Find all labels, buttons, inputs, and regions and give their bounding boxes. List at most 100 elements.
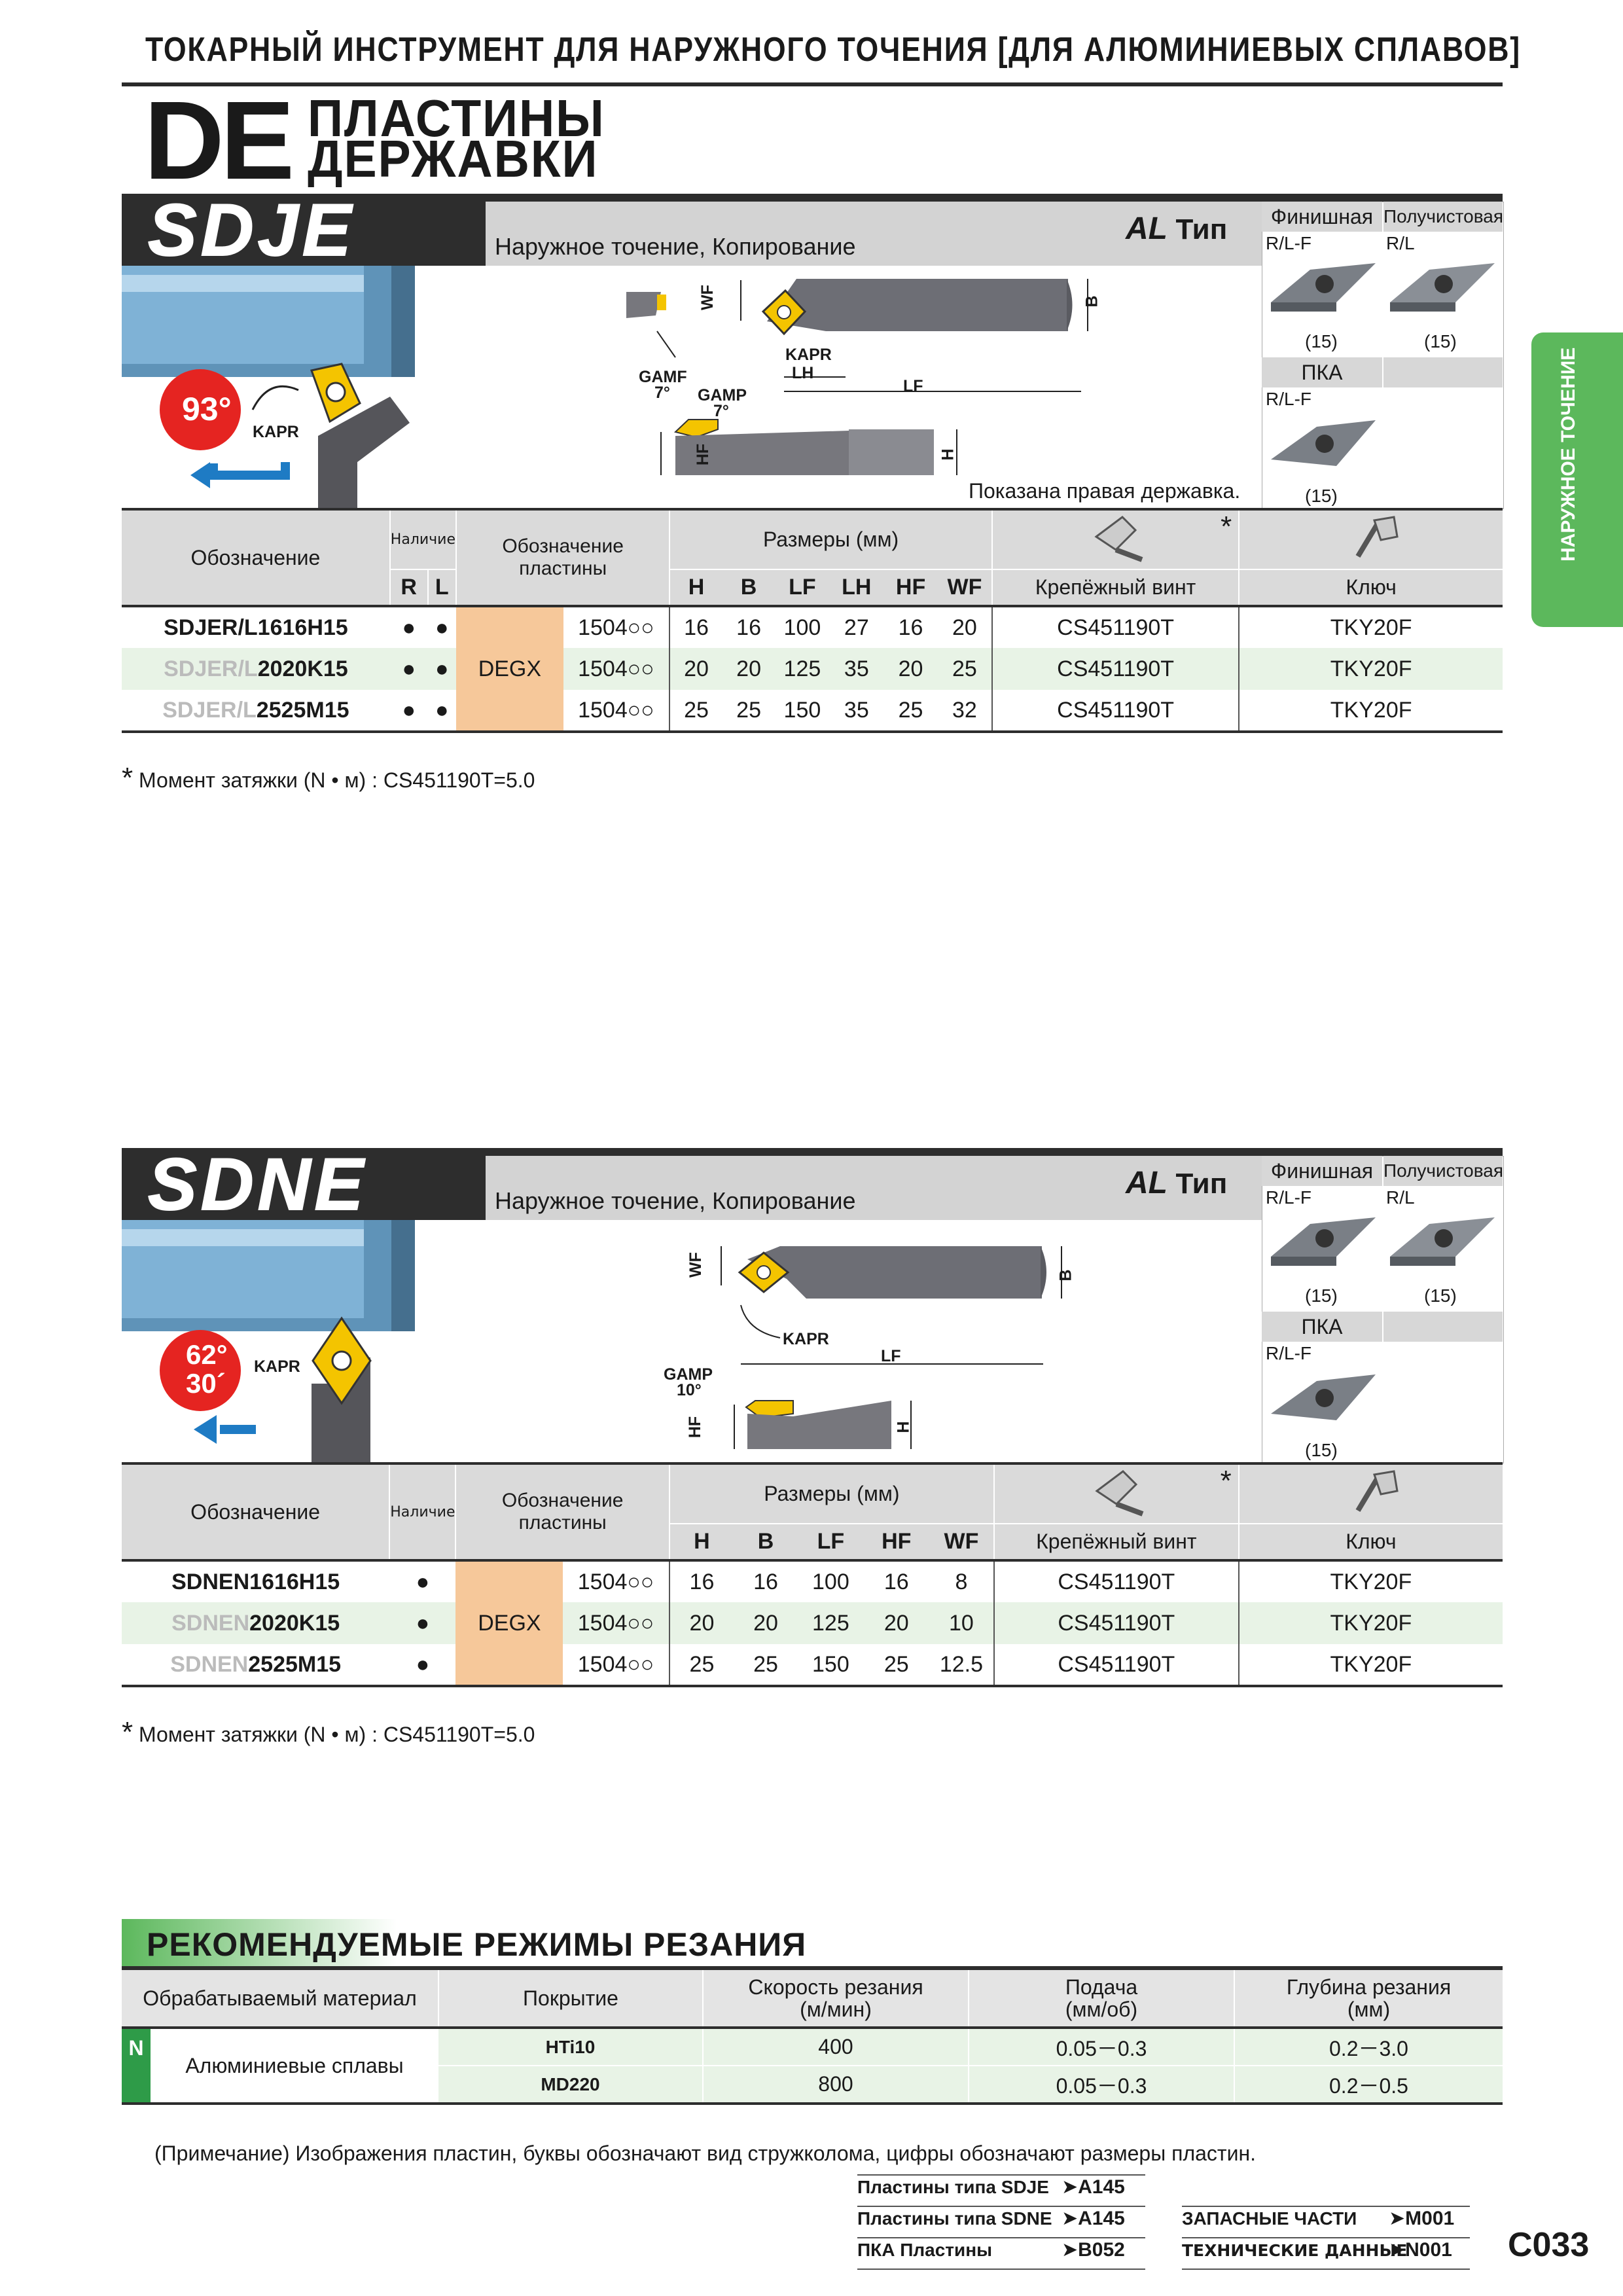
sdje-dim-wf: WF bbox=[698, 285, 717, 310]
sdje-h-screw: Крепёжный винт bbox=[991, 569, 1240, 606]
ref-sdne-label[interactable]: Пластины типа SDNE bbox=[857, 2208, 1052, 2229]
inserts-heading: ПЛАСТИНЫ bbox=[308, 89, 605, 147]
sdje-h-screw-icon-cell: * bbox=[991, 509, 1240, 569]
sdje-dim-lh: LH bbox=[792, 364, 814, 382]
sdne-insert-finish-icon bbox=[1271, 1217, 1376, 1266]
avail: ● bbox=[416, 1651, 430, 1677]
sdje-dim-kapr: KAPR bbox=[785, 346, 832, 364]
ref-rule-3 bbox=[857, 2237, 1145, 2238]
sdje-dim-h: H bbox=[938, 448, 957, 461]
sdje-torque-note: * Момент затяжки (N • м) : CS451190T=5.0 bbox=[122, 762, 535, 795]
ref-sdje-page[interactable]: ➤A145 bbox=[1061, 2176, 1125, 2198]
table-row: SDNEN1616H15 ● DEGX 1504○○ 16 16 100 16 … bbox=[122, 1560, 1503, 1686]
cut-h-speed-1: Скорость резания bbox=[748, 1975, 923, 1999]
sdne-h-insert: Обозначение пластины bbox=[455, 1463, 670, 1560]
sdje-pka-size: (15) bbox=[1305, 486, 1338, 506]
ref-rule-7 bbox=[1182, 2269, 1470, 2270]
sdje-h-key: Ключ bbox=[1239, 569, 1503, 606]
sdje-top-rule bbox=[486, 194, 1503, 202]
screw-icon bbox=[1094, 516, 1143, 562]
sdne-pka-size: (15) bbox=[1305, 1440, 1338, 1460]
cut-speed: 400 bbox=[703, 2028, 969, 2066]
cut-h-depth-2: (мм) bbox=[1347, 1998, 1391, 2021]
sdje-h-avail: Наличие bbox=[389, 509, 457, 569]
dim-hf: 25 bbox=[883, 1651, 909, 1677]
ref-pka-page[interactable]: ➤B052 bbox=[1061, 2239, 1125, 2261]
cut-coating: HTi10 bbox=[438, 2028, 704, 2066]
table-row: SDJER/L1616H15 ● ● DEGX 1504○○ 16 16 100… bbox=[122, 606, 1503, 732]
sdje-semi-chipbreaker: R/L bbox=[1386, 233, 1415, 253]
ref-tech-page[interactable]: ➤N001 bbox=[1389, 2239, 1452, 2261]
ref-page: B052 bbox=[1078, 2239, 1125, 2261]
ref-spare-page[interactable]: ➤M001 bbox=[1389, 2208, 1455, 2229]
table-row: SDNEN2020K15 ● 1504○○ 20 20 125 20 10 CS… bbox=[122, 1602, 1503, 1644]
holders-heading: ДЕРЖАВКИ bbox=[308, 130, 599, 188]
dim-lh: 27 bbox=[844, 615, 869, 640]
sdne-spec-table: Обозначение Наличие Обозначение пластины… bbox=[122, 1462, 1503, 1687]
dim-h: 20 bbox=[684, 656, 709, 681]
sdje-semi-size: (15) bbox=[1424, 331, 1457, 351]
sdne-h-col-b: B bbox=[734, 1523, 798, 1560]
cutting-title-band bbox=[122, 1919, 397, 1966]
sdne-insert-semi-icon bbox=[1390, 1217, 1495, 1266]
sdje-pka-header: ПКА bbox=[1262, 357, 1382, 387]
avail-r: ● bbox=[402, 615, 416, 640]
dim-wf: 12.5 bbox=[929, 1644, 995, 1686]
sdje-h-designation: Обозначение bbox=[122, 509, 391, 606]
insert-type: DEGX bbox=[455, 1560, 563, 1686]
dim-lf: 100 bbox=[783, 615, 821, 640]
note-star: * bbox=[122, 762, 134, 794]
insert-code: 1504○○ bbox=[563, 1644, 670, 1686]
cut-speed: 800 bbox=[703, 2066, 969, 2104]
sdne-kapr-label: KAPR bbox=[254, 1357, 300, 1376]
type-word: Тип bbox=[1175, 1168, 1228, 1200]
dim-b: 25 bbox=[753, 1651, 778, 1677]
sdne-semi-size: (15) bbox=[1424, 1285, 1457, 1306]
table-row: SDJER/L2525M15 ● ● 1504○○ 25 25 150 35 2… bbox=[122, 690, 1503, 732]
sdje-title-bar bbox=[122, 194, 486, 266]
designation: SDJER/L1616H15 bbox=[164, 615, 348, 640]
torque-star: * bbox=[1220, 1465, 1232, 1497]
insert-code: 1504○○ bbox=[563, 1560, 670, 1602]
sdne-dim-h: H bbox=[894, 1421, 913, 1433]
dim-hf: 16 bbox=[898, 615, 923, 640]
avail-r: ● bbox=[402, 656, 416, 681]
note-text: Момент затяжки (N • м) : CS451190T=5.0 bbox=[139, 1723, 535, 1746]
screw: CS451190T bbox=[993, 1602, 1240, 1644]
footnote: (Примечание) Изображения пластин, буквы … bbox=[154, 2142, 1256, 2165]
insert-code: 1504○○ bbox=[563, 1602, 670, 1644]
ref-pka-label[interactable]: ПКА Пластины bbox=[857, 2240, 993, 2260]
ref-page: M001 bbox=[1405, 2208, 1455, 2229]
insert-type: DEGX bbox=[456, 606, 563, 732]
dim-b: 20 bbox=[753, 1610, 778, 1636]
avail-l: ● bbox=[435, 656, 449, 681]
sdje-desc: Наружное точение, Копирование bbox=[495, 233, 856, 260]
table-row: SDNEN2525M15 ● 1504○○ 25 25 150 25 12.5 … bbox=[122, 1644, 1503, 1686]
torque-star: * bbox=[1221, 511, 1232, 543]
ref-sdje-label[interactable]: Пластины типа SDJE bbox=[857, 2177, 1049, 2197]
dim-h: 25 bbox=[689, 1651, 715, 1677]
sdje-h-col-hf: HF bbox=[883, 569, 938, 606]
dim-lf: 100 bbox=[812, 1569, 849, 1594]
sdne-h-key-icon-cell bbox=[1238, 1463, 1503, 1524]
sdje-h-dims: Размеры (мм) bbox=[669, 509, 993, 569]
sdne-h-avail: Наличие bbox=[389, 1463, 457, 1560]
sdje-dim-gamp: GAMP bbox=[698, 386, 747, 404]
dim-lf: 125 bbox=[783, 656, 821, 681]
ref-tech-label[interactable]: ТЕХНИЧЕСКИЕ ДАННЫЕ bbox=[1182, 2241, 1408, 2260]
cut-feed: 0.05－0.3 bbox=[969, 2028, 1235, 2066]
sdne-dim-b: B bbox=[1056, 1269, 1075, 1282]
designation: 2020K15 bbox=[249, 1610, 340, 1636]
key-icon bbox=[1355, 1470, 1399, 1513]
insert-code: 1504○○ bbox=[563, 648, 671, 690]
ref-spare-label[interactable]: ЗАПАСНЫЕ ЧАСТИ bbox=[1182, 2208, 1357, 2229]
sdje-dim-gamp-value: 7° bbox=[713, 402, 729, 420]
ref-sdne-page[interactable]: ➤A145 bbox=[1061, 2208, 1125, 2229]
key: TKY20F bbox=[1330, 1651, 1412, 1677]
sdje-h-col-lf: LF bbox=[775, 569, 830, 606]
key: TKY20F bbox=[1330, 1569, 1412, 1594]
ref-rule-1 bbox=[857, 2174, 1145, 2176]
sdje-h-r: R bbox=[389, 569, 429, 606]
avail: ● bbox=[416, 1569, 430, 1594]
section-tab[interactable] bbox=[1531, 332, 1623, 627]
